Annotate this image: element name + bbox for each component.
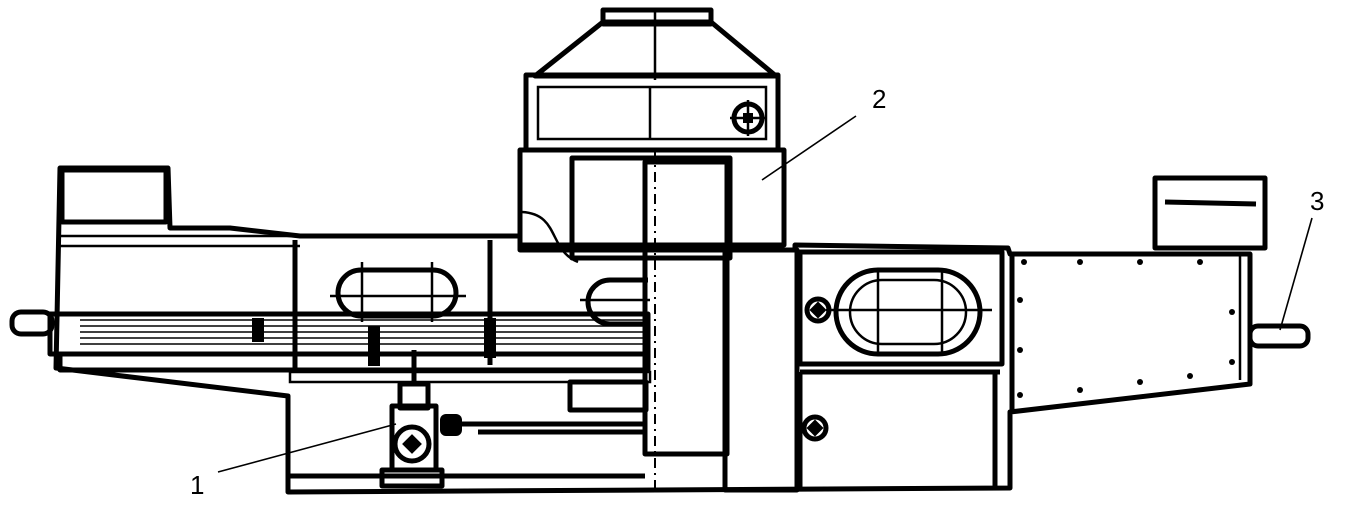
callout-label-1: 1 <box>190 470 204 500</box>
inspection-window-right <box>826 267 992 357</box>
drive-unit <box>290 350 649 489</box>
leader-lines <box>217 115 1313 473</box>
central-column <box>517 147 800 493</box>
gauge-icon <box>804 296 832 324</box>
top-hood <box>532 7 779 80</box>
main-shaft <box>9 309 652 384</box>
inspection-window-center <box>580 277 650 327</box>
upper-housing <box>523 72 781 153</box>
callout-label-3: 3 <box>1310 186 1324 216</box>
hopper-rivets <box>1017 259 1235 398</box>
main-body <box>53 165 1268 495</box>
valve-icon <box>730 100 766 136</box>
gauge-icon <box>801 414 829 442</box>
leader-line-2 <box>761 115 857 181</box>
leader-line-1 <box>217 423 397 473</box>
output-shaft <box>1247 323 1311 349</box>
callout-label-2: 2 <box>872 84 886 114</box>
leader-line-3 <box>1279 217 1313 331</box>
